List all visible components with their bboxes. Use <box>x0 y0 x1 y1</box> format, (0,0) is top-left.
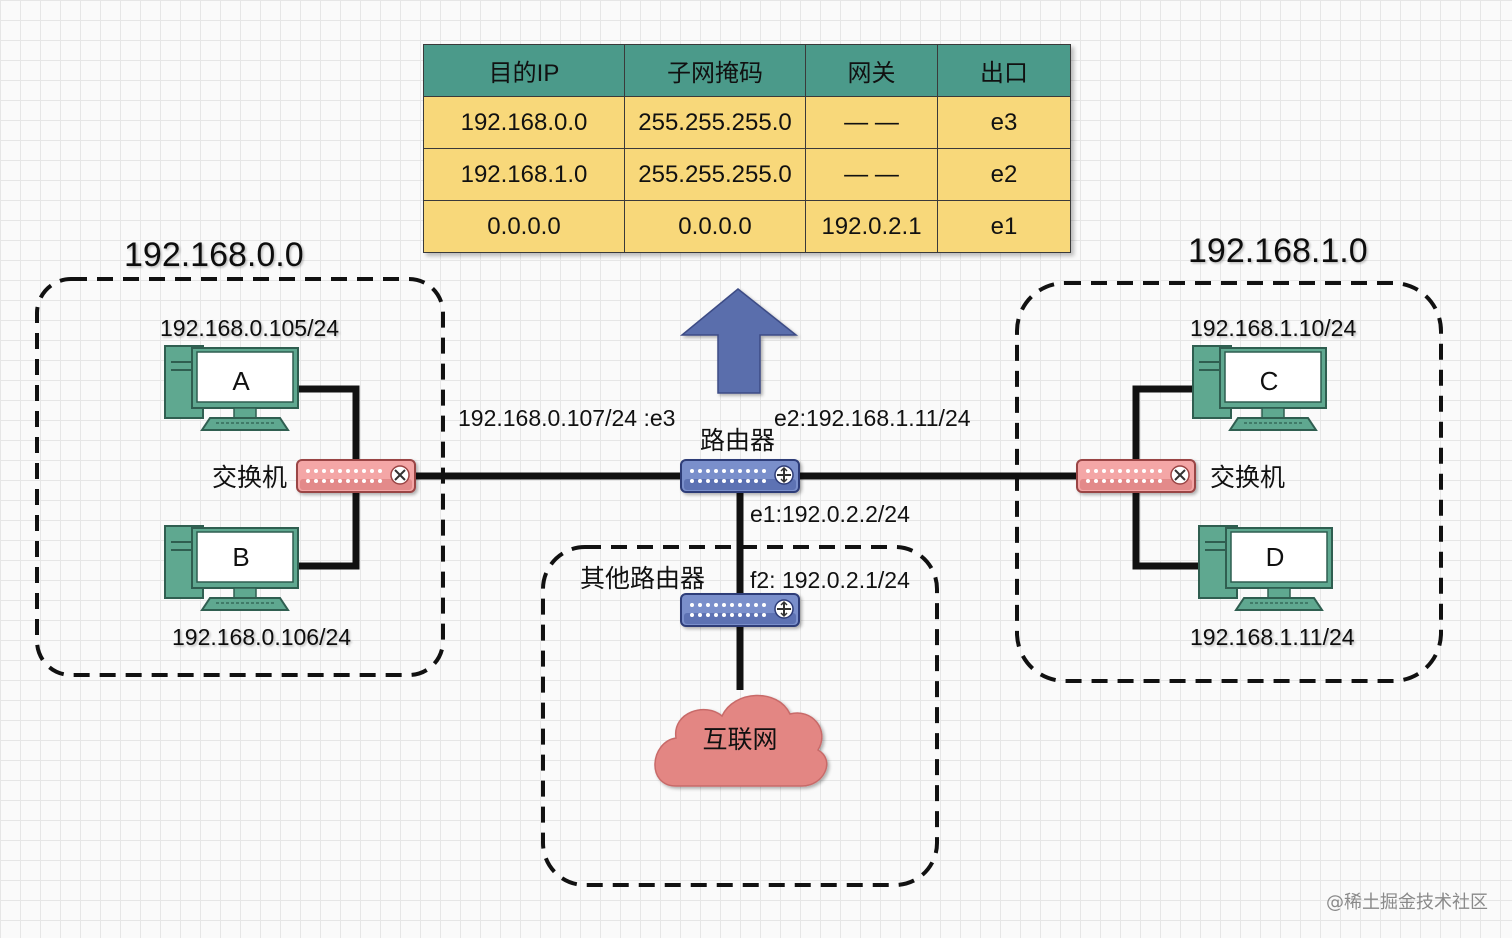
header-gateway: 网关 <box>805 44 938 97</box>
other-router-label: 其他路由器 <box>580 565 705 593</box>
internet-cloud <box>654 694 828 787</box>
up-arrow-icon <box>679 288 799 394</box>
router-e3-label: 192.168.0.107/24 :e3 <box>458 405 675 431</box>
router-e1-label: e1:192.0.2.2/24 <box>750 501 910 527</box>
table-row: 0.0.0.0 0.0.0.0 192.0.2.1 e1 <box>423 200 1071 253</box>
cell-interface: e2 <box>937 148 1071 201</box>
cell-dest-ip: 192.168.0.0 <box>423 96 625 149</box>
cell-interface: e1 <box>937 200 1071 253</box>
internet-label: 互联网 <box>702 726 777 754</box>
host-d-ip: 192.168.1.11/24 <box>1190 624 1355 650</box>
router-icon <box>680 459 800 493</box>
link-c-switch <box>1132 385 1198 476</box>
header-dest-ip: 目的IP <box>423 44 625 97</box>
right-network-label: 192.168.1.0 <box>1188 232 1368 270</box>
host-a-ip: 192.168.0.105/24 <box>160 315 339 341</box>
cloud-icon <box>654 694 828 787</box>
cell-dest-ip: 192.168.1.0 <box>423 148 625 201</box>
right-network-zone <box>1015 281 1443 683</box>
header-subnet-mask: 子网掩码 <box>624 44 806 97</box>
cell-gateway: — — <box>805 96 938 149</box>
right-switch-icon <box>1076 459 1196 493</box>
router-label: 路由器 <box>700 427 775 455</box>
left-switch-label: 交换机 <box>212 464 287 492</box>
host-d-name: D <box>1266 542 1285 572</box>
right-switch-label: 交换机 <box>1210 464 1285 492</box>
link-b-switch <box>296 476 360 570</box>
cell-subnet-mask: 0.0.0.0 <box>624 200 806 253</box>
cell-interface: e3 <box>937 96 1071 149</box>
other-router-icon <box>680 593 800 627</box>
link-d-switch <box>1132 476 1200 570</box>
cell-subnet-mask: 255.255.255.0 <box>624 96 806 149</box>
table-row: 192.168.0.0 255.255.255.0 — — e3 <box>423 96 1071 149</box>
host-b: B 192.168.0.106/24 <box>164 525 351 650</box>
host-c: C 192.168.1.10/24 <box>1190 315 1356 431</box>
host-b-ip: 192.168.0.106/24 <box>172 624 351 650</box>
host-d: D 192.168.1.11/24 <box>1190 525 1355 650</box>
table-header-row: 目的IP 子网掩码 网关 出口 <box>423 44 1071 97</box>
cell-subnet-mask: 255.255.255.0 <box>624 148 806 201</box>
routing-table: 目的IP 子网掩码 网关 出口 192.168.0.0 255.255.255.… <box>423 44 1071 253</box>
host-c-ip: 192.168.1.10/24 <box>1190 315 1356 341</box>
router-e2-label: e2:192.168.1.11/24 <box>774 405 971 431</box>
table-row: 192.168.1.0 255.255.255.0 — — e2 <box>423 148 1071 201</box>
other-router-f2-label: f2: 192.0.2.1/24 <box>750 567 910 593</box>
internet-zone <box>541 545 939 887</box>
watermark: @稀土掘金技术社区 <box>1326 892 1488 913</box>
host-b-name: B <box>232 542 249 572</box>
link-a-switch <box>296 385 360 476</box>
cell-dest-ip: 0.0.0.0 <box>423 200 625 253</box>
left-switch-icon <box>296 459 416 493</box>
cell-gateway: — — <box>805 148 938 201</box>
host-a: A 192.168.0.105/24 <box>160 315 339 431</box>
cell-gateway: 192.0.2.1 <box>805 200 938 253</box>
header-interface: 出口 <box>937 44 1071 97</box>
left-network-label: 192.168.0.0 <box>124 236 304 274</box>
host-a-name: A <box>232 366 250 396</box>
host-c-name: C <box>1260 366 1279 396</box>
